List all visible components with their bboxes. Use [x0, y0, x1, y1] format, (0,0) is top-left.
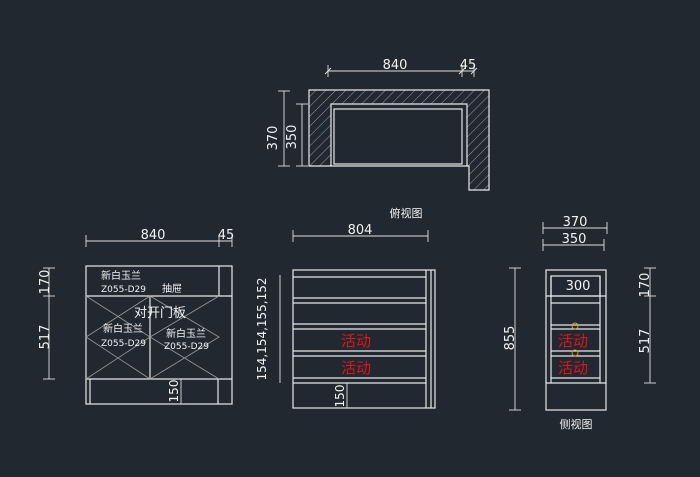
- side-view-height-label: 855: [503, 326, 518, 351]
- right-door-material-label: 新白玉兰: [166, 327, 206, 340]
- side-view-cabinet: [545, 269, 607, 411]
- front-view-doors-label: 517: [38, 325, 53, 350]
- front-view-width-label: 840: [141, 228, 166, 243]
- front-view-base-label: 150: [167, 380, 181, 403]
- top-view-depth-outer-label: 370: [266, 126, 281, 151]
- side-view-title: 侧视图: [560, 417, 593, 431]
- side-view-drawer-label: 300: [566, 279, 591, 294]
- left-door-swing-lines-2: [85, 295, 151, 380]
- side-view-height-dimension: 855: [503, 267, 521, 411]
- front-view-cabinet: [85, 265, 233, 405]
- inner-view-base-label: 150: [333, 385, 347, 408]
- front-view-height-dimensions: 170 517: [38, 267, 55, 380]
- right-door-swing-lines-2: [149, 295, 220, 380]
- top-view-width-label: 840: [383, 58, 408, 73]
- side-view-movable-label-1: 活动: [558, 332, 588, 350]
- top-view: 840 45 370 350 俯视图: [266, 58, 490, 220]
- side-view-marker-1: [571, 322, 579, 330]
- inner-view-shelf-dimensions: 154,154,155,152: [255, 275, 281, 383]
- front-view: 840 45 170 517 新白玉兰 Z055-D29 抽屉 对开门板 新白玉…: [38, 228, 235, 405]
- top-view-width-dimension: 840 45: [324, 58, 478, 77]
- side-view-doors-label: 517: [638, 329, 653, 354]
- left-door-code-label: Z055-D29: [101, 339, 146, 349]
- right-door-code-label: Z055-D29: [164, 342, 209, 352]
- inner-view-width-label: 804: [348, 223, 373, 238]
- top-view-title: 俯视图: [390, 206, 423, 220]
- side-view-movable-label-2: 活动: [558, 359, 588, 377]
- side-view-inner-label: 350: [562, 232, 587, 247]
- side-view-right-dimensions: 170 517: [638, 267, 656, 384]
- top-view-hatched-frame: [308, 89, 490, 191]
- top-view-inner-rect: [333, 108, 463, 165]
- front-view-base-dimension: 150: [167, 378, 185, 405]
- inner-view-width-dimension: 804: [292, 223, 429, 242]
- top-view-depth-dimensions: 370 350: [266, 90, 308, 167]
- side-view: 370 350 855 300 活动 活动 170: [503, 215, 656, 431]
- side-view-outer-label: 370: [563, 215, 588, 230]
- side-view-depth-dimensions: 370 350: [542, 215, 608, 251]
- top-view-depth-inner-label: 350: [285, 125, 300, 150]
- front-view-top-label: 170: [38, 270, 53, 295]
- top-view-side-label: 45: [460, 58, 477, 73]
- inner-view-movable-label-2: 活动: [341, 359, 371, 377]
- inner-view-base-dimension: 150: [333, 383, 348, 408]
- inner-view-movable-label-1: 活动: [341, 332, 371, 350]
- front-view-width-dimension: 840 45: [85, 228, 235, 247]
- inner-view-shelf-dims-label: 154,154,155,152: [255, 277, 269, 380]
- drawer-code-label: Z055-D29: [101, 285, 146, 295]
- drawer-label: 抽屉: [162, 282, 182, 295]
- left-door-material-label: 新白玉兰: [103, 322, 143, 335]
- drawer-material-label: 新白玉兰: [101, 269, 141, 282]
- inner-view: 804 154,154,155,152 150 活动 活动: [255, 223, 436, 409]
- side-view-top-label: 170: [638, 273, 653, 298]
- inner-view-cabinet: [292, 269, 436, 409]
- door-panel-label: 对开门板: [134, 306, 186, 321]
- front-view-side-label: 45: [218, 228, 235, 243]
- side-view-marker-2: [571, 349, 579, 357]
- right-door-swing-lines: [149, 295, 220, 380]
